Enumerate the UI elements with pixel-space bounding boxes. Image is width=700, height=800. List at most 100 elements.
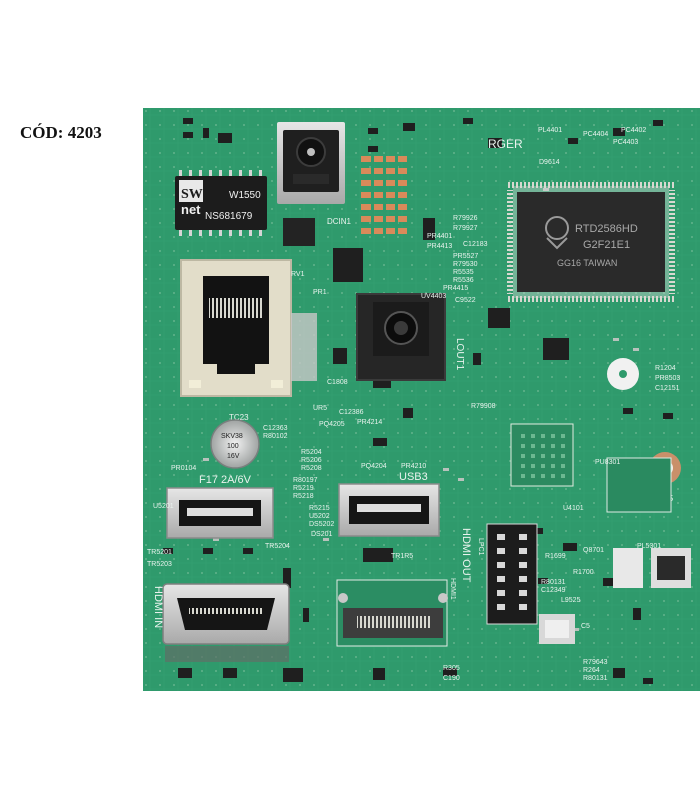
tc23-label: TC23: [229, 413, 249, 422]
bga-area: [510, 423, 574, 487]
silk-pc4404: PC4404: [583, 131, 608, 138]
transformer-brand: net: [181, 202, 201, 217]
silk-r79643: R79643: [583, 659, 608, 666]
silk-r1699: R1699: [545, 553, 566, 560]
audio-line-out-jack: [356, 293, 446, 381]
capacitor-text-2: 100: [227, 443, 239, 450]
silk-r80131: R80131: [541, 579, 566, 586]
silk-r80131b: R80131: [583, 675, 608, 682]
silk-r5218: R5218: [293, 493, 314, 500]
svg-text:SW: SW: [181, 187, 203, 202]
right-bottom-components: [539, 457, 691, 644]
silk-pl4401: PL4401: [538, 127, 562, 134]
silk-uv4403: UV4403: [421, 293, 446, 300]
product-code-label: CÓD: 4203: [20, 123, 102, 142]
silk-pr0104: PR0104: [171, 465, 196, 472]
silk-ur5: UR5: [313, 405, 327, 412]
silk-c9522: C9522: [455, 297, 476, 304]
silk-rv1: RV1: [291, 271, 305, 278]
usb-port-left: [166, 487, 274, 539]
silk-tr5201: TR5201: [147, 549, 172, 556]
silk-d9614: D9614: [539, 159, 560, 166]
hdmi-out-port: [336, 579, 448, 647]
silk-r5536: R5536: [453, 277, 474, 284]
hdmi-out-label: HDMI OUT: [460, 528, 472, 583]
silk-r5535: R5535: [453, 269, 474, 276]
silk-r5219: R5219: [293, 485, 314, 492]
silk-pl5301: PL5301: [637, 543, 661, 550]
silk-pc4403: PC4403: [613, 139, 638, 146]
usb-right-label: USB3: [399, 471, 428, 483]
silk-c1808: C1808: [327, 379, 348, 386]
silk-u4101: U4101: [563, 505, 584, 512]
silk-r1700: R1700: [573, 569, 594, 576]
charger-label: RGER: [488, 137, 523, 151]
silk-c5: C5: [581, 623, 590, 630]
hdmi-in-label: HDMI IN: [152, 586, 164, 628]
capacitor-text-3: 16V: [227, 453, 240, 460]
silk-pr5527: PR5527: [453, 253, 478, 260]
dc-jack-base: [283, 218, 315, 246]
capacitor-text-1: SKV38: [221, 433, 243, 440]
silk-tr5204: TR5204: [265, 543, 290, 550]
chip-line-2: G2F21E1: [583, 239, 630, 251]
silk-r264: R264: [583, 667, 600, 674]
silk-l9525: L9525: [561, 597, 581, 604]
chip-line-3: GG16 TAIWAN: [557, 258, 617, 268]
silk-c12183: C12183: [463, 241, 488, 248]
silk-c12151: C12151: [655, 385, 680, 392]
dcin-label: DCIN1: [327, 217, 352, 226]
silk-r5206: R5206: [301, 457, 322, 464]
silk-pr4214: PR4214: [357, 419, 382, 426]
silk-pr4413: PR4413: [427, 243, 452, 250]
lpc-pin-header: [486, 523, 538, 625]
silk-pc4402: PC4402: [621, 127, 646, 134]
silk-q8701: Q8701: [583, 547, 604, 554]
silk-tr5203: TR5203: [147, 561, 172, 568]
usb-left-label: F17 2A/6V: [199, 474, 252, 486]
silk-lpc1: LPC1: [477, 538, 484, 556]
silk-pq4205: PQ4205: [319, 421, 345, 428]
chip-line-1: RTD2586HD: [575, 223, 638, 235]
silk-pr4401: PR4401: [427, 233, 452, 240]
transformer-part: NS681679: [205, 211, 253, 222]
silk-pr8503: PR8503: [655, 375, 680, 382]
scaler-chip-rtd2586hd: RTD2586HD G2F21E1 GG16 TAIWAN: [507, 182, 675, 302]
silk-r1204: R1204: [655, 365, 676, 372]
silk-ds201: DS201: [311, 531, 333, 538]
silk-pr4415: PR4415: [443, 285, 468, 292]
silk-pq4204: PQ4204: [361, 463, 387, 470]
electrolytic-capacitor: SKV38 100 16V: [210, 419, 260, 469]
silk-r80102: R80102: [263, 433, 288, 440]
silk-r5215: R5215: [309, 505, 330, 512]
smd-components: [163, 118, 673, 684]
lout-label: LOUT1: [454, 338, 465, 371]
rj45-ethernet-port: [180, 259, 317, 397]
usb-port-right: [338, 483, 440, 537]
silk-ds5202: DS5202: [309, 521, 334, 528]
silkscreen-labels: PL4401 PC4404 PC4402 PC4403 D9614 R79926…: [147, 127, 680, 682]
silk-r80197: R80197: [293, 477, 318, 484]
silk-c12386: C12386: [339, 409, 364, 416]
silk-c190: C190: [443, 675, 460, 682]
silk-tr1r5: TR1R5: [391, 553, 413, 560]
silk-u5202: U5202: [309, 513, 330, 520]
silk-c12363: C12363: [263, 425, 288, 432]
hdmi-in-port: [162, 583, 290, 662]
silk-c12349: C12349: [541, 587, 566, 594]
silk-pr1: PR1: [313, 289, 327, 296]
silk-r5208: R5208: [301, 465, 322, 472]
silk-u5201: U5201: [153, 503, 174, 510]
silk-pr4210: PR4210: [401, 463, 426, 470]
silk-r79530: R79530: [453, 261, 478, 268]
silk-r79908: R79908: [471, 403, 496, 410]
silk-r5204: R5204: [301, 449, 322, 456]
ethernet-transformer: SW net W1550 NS681679: [175, 170, 267, 236]
motherboard-photo: SW net W1550 NS681679 DCIN1 TC23: [143, 108, 700, 691]
silk-pu8301: PU8301: [595, 459, 620, 466]
dc-power-jack: [277, 122, 345, 204]
silk-r79927: R79927: [453, 225, 478, 232]
test-point: [607, 358, 639, 390]
silk-r305: R305: [443, 665, 460, 672]
silk-hdmi1: HDMI1: [449, 578, 456, 600]
